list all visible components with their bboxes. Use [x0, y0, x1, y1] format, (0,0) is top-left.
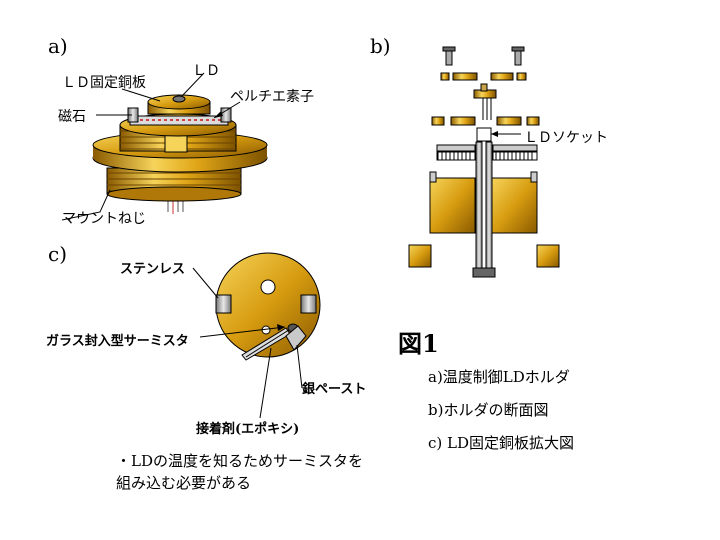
- magnet-callout: 磁石: [58, 109, 86, 125]
- panel-a-label: a): [48, 34, 68, 58]
- figure-title: 図1: [398, 329, 439, 358]
- ld-callout: ＬＤ: [192, 63, 220, 79]
- thermistor-callout: ガラス封入型サーミスタ: [46, 334, 189, 349]
- stainless-callout: ステンレス: [120, 262, 186, 277]
- caption-item-b: b)ホルダの断面図: [428, 401, 549, 419]
- caption-item-a: a)温度制御LDホルダ: [428, 368, 570, 386]
- holder-cross-section-drawing: [408, 46, 560, 278]
- mount-screw-callout: マウントねじ: [62, 211, 146, 227]
- adhesive-callout: 接着剤(エポキシ): [196, 422, 300, 437]
- caption-item-c: c) LD固定銅板拡大図: [428, 434, 575, 452]
- ld-socket-callout: ＬＤソケット: [524, 130, 608, 146]
- ld-plate-callout: ＬＤ固定銅板: [62, 75, 146, 91]
- holder-assembly-drawing: [61, 72, 268, 221]
- panel-c-label: c): [48, 242, 68, 266]
- thermistor-note: ・LDの温度を知るためサーミスタを組み込む必要がある: [116, 452, 363, 492]
- peltier-callout: ペルチエ素子: [230, 89, 314, 105]
- copper-plate-detail-drawing: [192, 252, 321, 419]
- silver-paste-callout: 銀ペースト: [302, 382, 367, 397]
- panel-b-label: b): [370, 34, 391, 58]
